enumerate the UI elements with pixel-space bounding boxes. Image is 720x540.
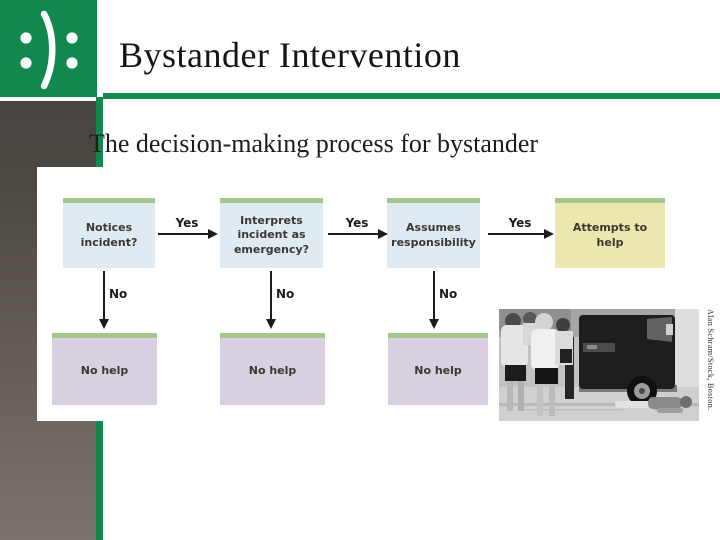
flow-box-label: No help <box>248 364 297 378</box>
flow-box-label: Attempts to help <box>572 221 648 249</box>
no-arrow-2: No <box>265 271 294 329</box>
flow-box-label: Interprets incident as emergency? <box>233 214 310 256</box>
flow-box-notices-incident: Notices incident? <box>63 198 155 268</box>
yes-arrow-1: Yes <box>158 216 218 239</box>
right-arrow-icon <box>158 228 218 239</box>
yes-label: Yes <box>345 216 369 230</box>
yes-label: Yes <box>508 216 532 230</box>
yes-arrow-2: Yes <box>328 216 388 239</box>
right-arrow-icon <box>328 228 388 239</box>
smiley-logo <box>0 0 97 97</box>
flow-box-no-help-2: No help <box>220 333 325 405</box>
no-label: No <box>276 287 295 301</box>
flow-box-label: No help <box>80 364 129 378</box>
flow-box-attempts-to-help: Attempts to help <box>555 198 665 268</box>
no-arrow-3: No <box>428 271 457 329</box>
flow-box-no-help-3: No help <box>388 333 488 405</box>
bystander-photo-image <box>499 309 699 421</box>
flow-box-label: No help <box>414 364 462 378</box>
no-arrow-1: No <box>98 271 127 329</box>
horizontal-green-rule <box>103 93 720 99</box>
flow-box-label: Assumes responsibility <box>391 221 476 249</box>
flow-box-assumes-responsibility: Assumes responsibility <box>387 198 480 268</box>
no-label: No <box>439 287 458 301</box>
slide-title: Bystander Intervention <box>119 35 461 75</box>
bystander-photo <box>499 309 699 421</box>
flow-box-interprets-emergency: Interprets incident as emergency? <box>220 198 323 268</box>
yes-arrow-3: Yes <box>488 216 554 239</box>
yes-label: Yes <box>175 216 199 230</box>
photo-credit: Alan Schram/Stock, Boston. <box>706 309 715 411</box>
smiley-frown-icon <box>20 10 78 90</box>
right-arrow-icon <box>488 228 554 239</box>
flow-box-no-help-1: No help <box>52 333 157 405</box>
slide-subtitle: The decision-making process for bystande… <box>89 129 539 158</box>
no-label: No <box>109 287 128 301</box>
flow-box-label: Notices incident? <box>80 221 138 249</box>
